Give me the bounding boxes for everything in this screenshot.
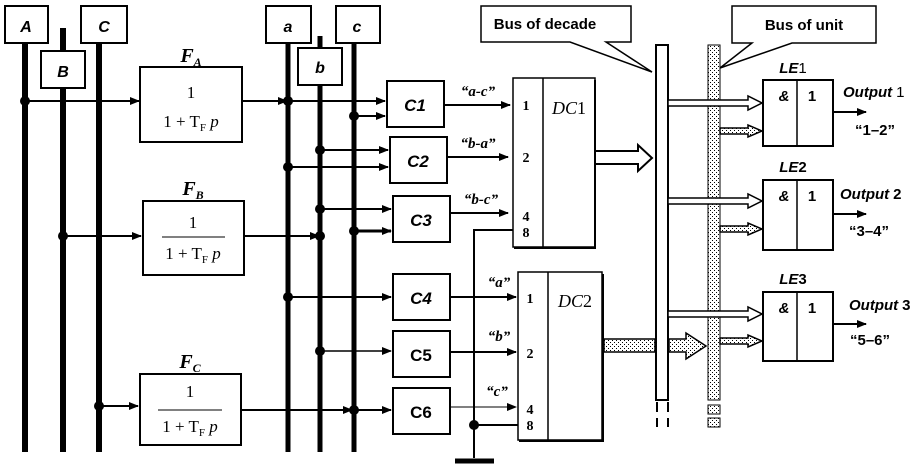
comparator-C5: C5: [392, 330, 451, 378]
input-bus-C: C: [80, 5, 128, 452]
comparator-label: C2: [407, 152, 429, 171]
input-label-A: A: [19, 19, 32, 36]
comparator-label: C3: [410, 211, 432, 230]
comparator-output-label: “a-c”: [461, 84, 496, 100]
input-bus-A: A: [4, 5, 49, 452]
comparator-C6: C6: [392, 387, 451, 435]
decoder-pin: 4: [523, 210, 530, 225]
filter-denominator: 1 + TF p: [163, 112, 219, 134]
filter-denominator: 1 + TF p: [162, 417, 218, 439]
le-label: LE1: [779, 60, 807, 77]
dc2-output-arrow: [668, 331, 708, 361]
decoder-pin: 1: [527, 292, 534, 307]
or-symbol: 1: [808, 300, 816, 317]
callout-bus-of-unit: Bus of unit: [719, 5, 877, 69]
le-label: LE3: [779, 271, 807, 288]
decoder-pin: 2: [527, 347, 534, 362]
output-range: “3–4”: [849, 223, 889, 240]
junction-dot: [58, 231, 68, 241]
decoder-DC2: 1 2 4 8 DC2: [517, 271, 604, 442]
bus-label-c: c: [353, 19, 362, 36]
decoder-pin: 1: [523, 99, 530, 114]
comparator-label: C6: [410, 403, 432, 422]
dc1-output-arrow: [596, 142, 654, 174]
filter-denominator: 1 + TF p: [165, 244, 221, 266]
decoder-DC1: 1 2 4 8 DC1: [512, 77, 596, 249]
and-symbol: &: [779, 300, 790, 317]
decoder-label: DC1: [551, 98, 586, 118]
decoder-pin: 8: [527, 419, 534, 434]
bus-label-a: a: [284, 19, 293, 36]
filter-title-FB: FB: [181, 178, 203, 202]
input-label-C: C: [98, 19, 110, 36]
le-label: LE2: [779, 159, 807, 176]
comparator-output-label: “b-c”: [464, 192, 499, 208]
comparator-output-wires: [444, 101, 518, 464]
comparator-C3: C3: [392, 195, 451, 243]
input-label-B: B: [57, 64, 69, 81]
dc2-output-band: [603, 338, 656, 353]
comparator-C1: C1: [386, 80, 445, 128]
bus-to-le-arrows: [667, 94, 764, 349]
filtered-bus-b: b: [297, 36, 343, 452]
comparator-label: C5: [410, 346, 432, 365]
comparator-label: C4: [410, 289, 432, 308]
output-range: “1–2”: [855, 122, 895, 139]
filter-title-FA: FA: [179, 45, 201, 69]
junction-dot: [469, 420, 479, 430]
junction-dot: [315, 231, 325, 241]
callout-label: Bus of decade: [494, 16, 597, 33]
filter-numerator: 1: [187, 83, 196, 102]
comparator-label: C1: [404, 96, 426, 115]
bus-of-decade: [655, 44, 669, 427]
callout-bus-of-decade: Bus of decade: [480, 5, 653, 73]
filtered-bus-c: c: [335, 5, 381, 452]
filter-FA: FA 1 1 + TF p: [20, 45, 288, 143]
junction-dot: [94, 401, 104, 411]
filter-title-FC: FC: [178, 351, 201, 375]
decoder-pin: 2: [523, 151, 530, 166]
output-range: “5–6”: [850, 332, 890, 349]
and-symbol: &: [779, 88, 790, 105]
filter-numerator: 1: [186, 382, 195, 401]
or-symbol: 1: [808, 88, 816, 105]
filter-numerator: 1: [189, 213, 198, 232]
comparator-output-label: “b”: [488, 329, 511, 345]
junction-dot: [20, 96, 30, 106]
filter-FC: FC 1 1 + TF p: [94, 351, 353, 446]
comparator-C4: C4: [392, 273, 451, 321]
callout-label: Bus of unit: [765, 17, 843, 34]
bus-label-b: b: [315, 60, 325, 77]
comparator-output-label: “c”: [486, 384, 508, 400]
comparator-C2: C2: [389, 136, 448, 184]
decoder-label: DC2: [557, 291, 592, 311]
comparator-input-wires: [283, 97, 392, 414]
decoder-pin: 8: [523, 226, 530, 241]
and-symbol: &: [779, 188, 790, 205]
comparator-output-label: “a”: [488, 275, 511, 291]
decoder-pin: 4: [527, 403, 534, 418]
filter-FB: FB 1 1 + TF p: [58, 178, 320, 276]
or-symbol: 1: [808, 188, 816, 205]
filtered-bus-a: a: [265, 5, 312, 452]
comparator-output-label: “b-a”: [461, 136, 496, 152]
